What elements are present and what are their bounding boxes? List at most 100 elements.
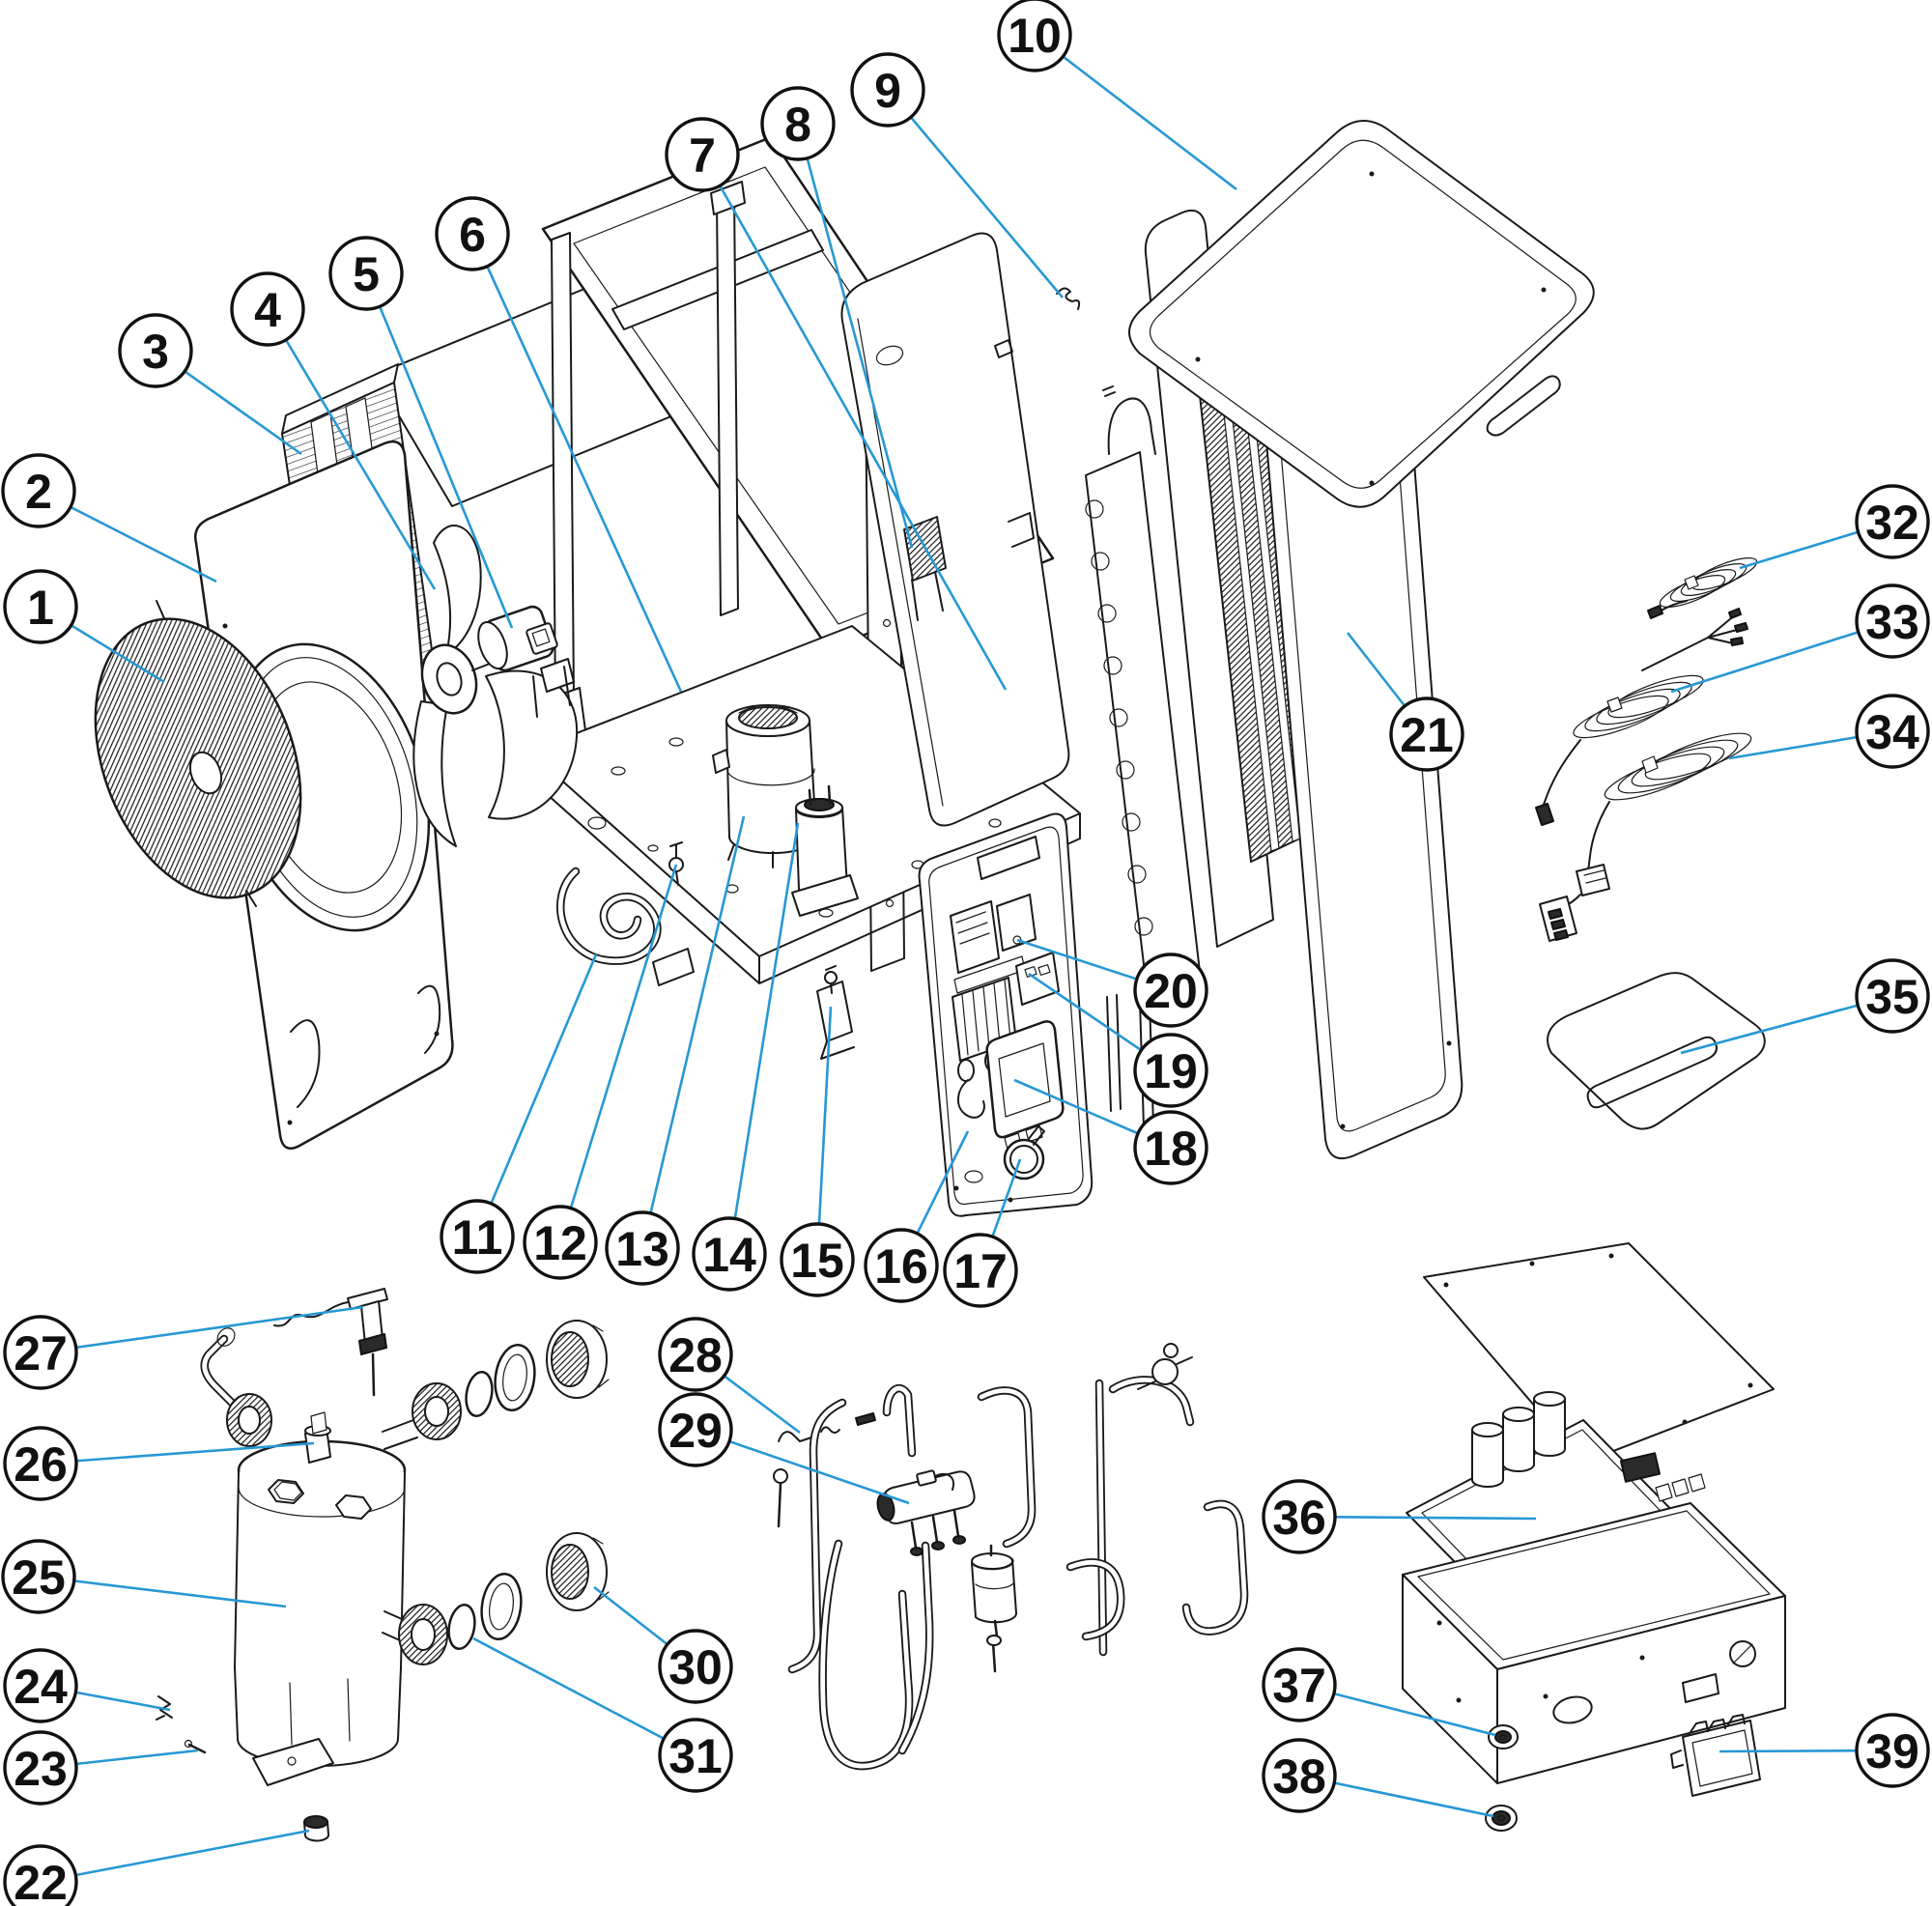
union-nut-lower-drawing	[546, 1532, 610, 1611]
callout-number-14: 14	[702, 1228, 756, 1282]
callout-number-17: 17	[953, 1244, 1008, 1298]
callout-number-31: 31	[668, 1729, 723, 1783]
callout-circle-15	[780, 1222, 855, 1297]
callout-circle-7	[665, 117, 740, 192]
tube-inner	[557, 868, 660, 964]
callout-number-38: 38	[1272, 1750, 1326, 1804]
flow-switch-drawing	[273, 1288, 388, 1397]
callout-circle-30	[658, 1629, 733, 1704]
leader-line-29	[695, 1428, 910, 1505]
tube-inner	[884, 1385, 915, 1456]
leader-line-11	[475, 953, 598, 1237]
drain-hose-drawing	[556, 867, 662, 965]
tube-inner	[789, 1400, 845, 1672]
callout-circle-36	[1262, 1479, 1337, 1554]
terminal-cover-39-drawing	[1670, 1714, 1761, 1797]
parts-line-art	[94, 120, 1786, 1842]
callout-number-19: 19	[1144, 1044, 1198, 1098]
control-panel-drawing	[918, 812, 1094, 1217]
tube-inner	[1183, 1501, 1247, 1634]
callout-number-35: 35	[1865, 970, 1919, 1024]
callout-circle-24	[3, 1648, 78, 1723]
schrader-fitting-drawing	[986, 1635, 1002, 1673]
callout-circle-6	[435, 196, 510, 271]
callout-number-2: 2	[25, 465, 52, 519]
leader-line-5	[364, 272, 514, 629]
leader-line-12	[558, 864, 678, 1243]
leader-line-4	[266, 308, 437, 590]
tube-inner	[202, 1336, 235, 1406]
tube-inner	[1096, 1380, 1106, 1655]
drain-plug-drawing	[303, 1815, 330, 1842]
screw-23-drawing	[184, 1739, 207, 1754]
callout-number-18: 18	[1144, 1122, 1198, 1176]
callout-number-30: 30	[668, 1640, 723, 1694]
callout-circle-31	[658, 1718, 733, 1793]
callout-circle-28	[658, 1317, 733, 1392]
callout-circle-1	[3, 569, 78, 644]
callout-circle-27	[3, 1315, 78, 1390]
screw-parts-drawing	[994, 287, 1116, 397]
callout-number-9: 9	[874, 64, 901, 118]
callout-number-4: 4	[254, 283, 281, 337]
callout-circle-12	[523, 1205, 598, 1280]
callout-number-11: 11	[452, 1210, 503, 1265]
fan-blade-drawing	[412, 525, 579, 847]
callout-circle-3	[118, 313, 193, 388]
tube-inner	[979, 1388, 1035, 1547]
tube-inner	[1067, 1560, 1123, 1639]
filter-drier-drawing	[971, 1544, 1017, 1638]
callout-number-15: 15	[790, 1234, 844, 1288]
callout-number-33: 33	[1865, 595, 1919, 649]
callout-circle-9	[850, 52, 925, 128]
leader-line-13	[640, 815, 746, 1249]
leader-line-7	[700, 154, 1008, 691]
union-nut-upper-drawing	[546, 1320, 610, 1399]
callout-number-16: 16	[874, 1239, 928, 1294]
callout-number-22: 22	[14, 1856, 68, 1906]
callout-number-26: 26	[14, 1437, 68, 1492]
callout-number-7: 7	[689, 128, 716, 183]
leader-line-14	[727, 822, 800, 1255]
top-cover-drawing	[1128, 120, 1595, 508]
sensor-fork-drawing	[1641, 608, 1748, 671]
leader-lines	[38, 33, 1893, 1884]
leader-line-27	[40, 1305, 364, 1354]
outlet-elbow-drawing	[200, 1327, 272, 1447]
callout-number-25: 25	[12, 1550, 66, 1605]
callout-number-37: 37	[1272, 1659, 1326, 1713]
tube-inner	[820, 1541, 912, 1769]
sponge-pad-drawing	[1547, 972, 1766, 1130]
callout-circle-38	[1262, 1738, 1337, 1813]
tube-inner	[899, 1543, 932, 1753]
callout-number-20: 20	[1144, 964, 1198, 1018]
callout-circle-14	[692, 1216, 767, 1292]
leader-line-8	[796, 123, 914, 549]
callout-circle-16	[864, 1228, 939, 1303]
callout-circle-22	[3, 1844, 78, 1906]
callout-circle-19	[1133, 1033, 1208, 1108]
callout-number-12: 12	[533, 1216, 587, 1270]
leader-line-22	[40, 1829, 310, 1884]
callout-circle-26	[3, 1426, 78, 1501]
callout-number-24: 24	[14, 1660, 68, 1714]
leader-line-33	[1670, 619, 1893, 694]
electrical-box-drawing	[1402, 1242, 1786, 1832]
electrical-box-enclosure-drawing	[1402, 1502, 1786, 1784]
callout-circle-23	[3, 1730, 78, 1806]
callout-number-5: 5	[353, 247, 380, 301]
callout-circle-37	[1262, 1647, 1337, 1722]
callout-circle-2	[1, 453, 76, 528]
grommet-37-drawing	[1488, 1724, 1519, 1750]
accumulator-drawing	[791, 784, 859, 917]
stub-valve-drawing	[773, 1468, 788, 1528]
callout-circle-29	[658, 1392, 733, 1467]
callout-number-1: 1	[27, 581, 54, 635]
sensor-bracket-drawing	[816, 965, 855, 1060]
callout-number-10: 10	[1008, 9, 1062, 63]
leader-line-25	[38, 1575, 287, 1608]
clip-24-drawing	[156, 1695, 173, 1721]
callout-number-32: 32	[1865, 496, 1919, 550]
